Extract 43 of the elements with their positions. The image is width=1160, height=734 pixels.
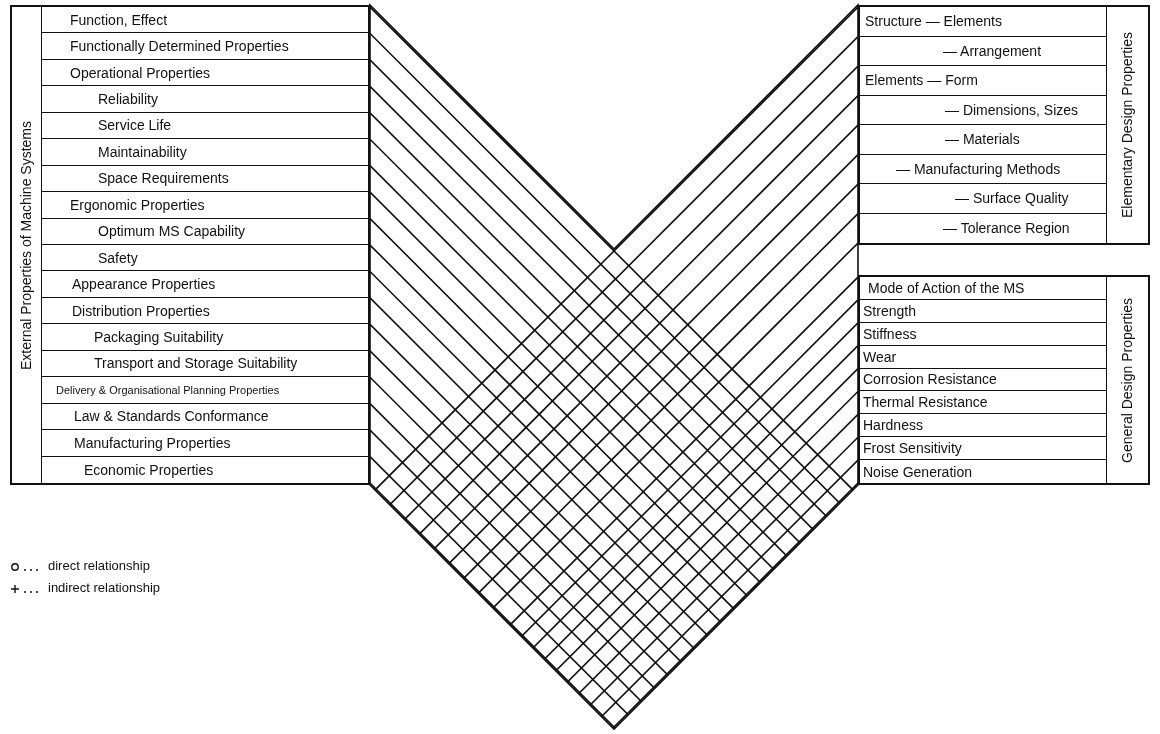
property-label: Safety <box>98 249 138 266</box>
property-label: Distribution Properties <box>72 302 210 319</box>
property-label: Corrosion Resistance <box>863 371 997 388</box>
property-label: Hardness <box>863 417 923 434</box>
group-title: General Design Properties <box>1120 297 1135 463</box>
property-label: Transport and Storage Suitability <box>94 355 298 372</box>
property-label: Operational Properties <box>70 64 211 81</box>
property-label: Appearance Properties <box>72 276 216 293</box>
legend-text: direct relationship <box>48 558 150 573</box>
legend-text: indirect relationship <box>48 580 160 595</box>
property-label: Functionally Determined Properties <box>70 38 289 55</box>
property-label: Structure — Elements <box>865 13 1002 30</box>
property-label: — Arrangement <box>943 42 1042 59</box>
property-label: Manufacturing Properties <box>74 434 231 451</box>
property-label: Service Life <box>98 117 172 134</box>
property-label: Economic Properties <box>84 461 214 478</box>
property-group-table <box>10 5 370 485</box>
property-label: Delivery & Organisational Planning Properties <box>56 383 280 396</box>
property-label: Space Requirements <box>98 170 229 187</box>
group-title: External Properties of Machine Systems <box>19 120 34 370</box>
property-label: Frost Sensitivity <box>863 440 962 457</box>
property-group-table <box>858 5 1150 245</box>
property-label: — Materials <box>945 131 1020 148</box>
property-label: — Manufacturing Methods <box>896 160 1061 177</box>
property-label: Wear <box>863 348 897 365</box>
property-label: Function, Effect <box>70 11 167 28</box>
property-label: Elements — Form <box>865 72 978 89</box>
property-label: Mode of Action of the MS <box>868 279 1025 296</box>
property-label: Law & Standards Conformance <box>74 408 269 425</box>
property-group-table <box>858 275 1150 485</box>
property-label: — Tolerance Region <box>943 220 1070 237</box>
property-label: Optimum MS Capability <box>98 223 246 240</box>
property-label: Maintainability <box>98 143 187 160</box>
property-label: Ergonomic Properties <box>70 196 205 213</box>
property-label: — Dimensions, Sizes <box>945 101 1079 118</box>
property-label: Noise Generation <box>863 463 972 480</box>
property-label: Reliability <box>98 91 158 108</box>
property-label: Strength <box>863 302 916 319</box>
property-label: Thermal Resistance <box>863 394 988 411</box>
property-label: Stiffness <box>863 325 917 342</box>
group-title: Elementary Design Properties <box>1120 32 1135 218</box>
property-label: — Surface Quality <box>955 190 1069 207</box>
property-label: Packaging Suitability <box>94 329 224 346</box>
